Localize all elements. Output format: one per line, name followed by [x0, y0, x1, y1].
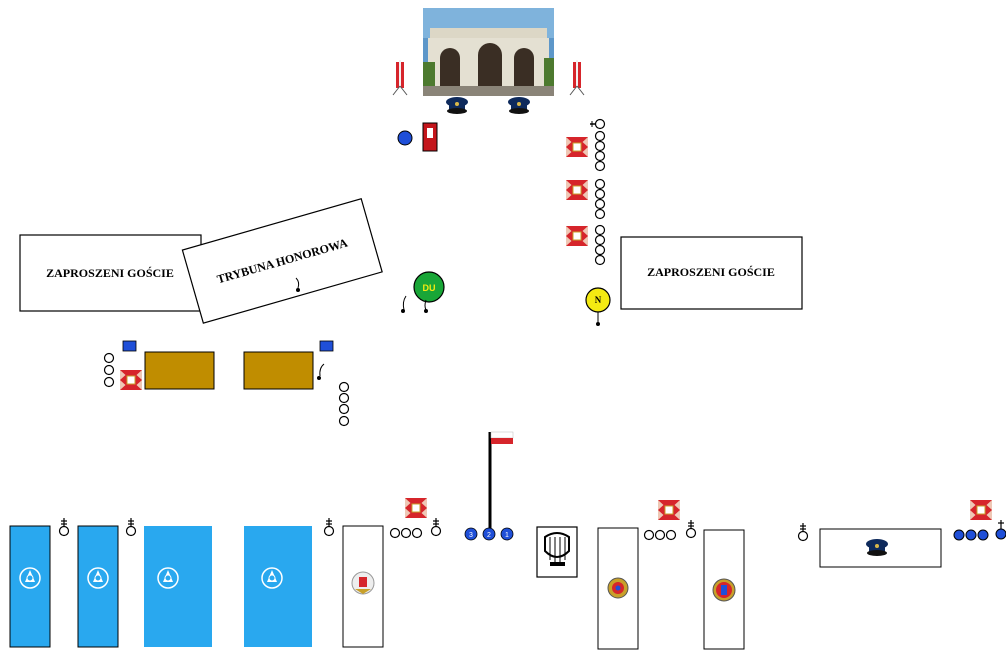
commander-marker-icon	[430, 518, 442, 537]
person-circle-icon	[103, 352, 115, 388]
commander-marker-icon	[685, 520, 697, 539]
commander-marker-icon	[125, 518, 137, 537]
blue-marker	[397, 130, 413, 146]
blue-marker-square	[122, 340, 137, 352]
person-circle-icon	[594, 224, 606, 266]
fire-service-emblem-icon	[87, 567, 109, 589]
ceremonial-unit	[597, 527, 639, 650]
fire-service-emblem-icon	[157, 567, 179, 589]
ceremonial-unit	[342, 525, 384, 648]
officer-cap-icon	[508, 97, 530, 114]
officer-cap-icon	[446, 97, 468, 114]
police-unit	[819, 528, 942, 568]
person-circle-icon	[389, 527, 423, 539]
tomb-of-unknown-soldier-photo	[423, 8, 554, 96]
guests-left-box: ZAPROSZENI GOŚCIE	[19, 234, 202, 312]
person-circle-icon	[594, 178, 606, 220]
numbered-marker-1: 1	[500, 527, 514, 541]
blue-commander-marker-icon	[995, 520, 1006, 540]
guests-left-label: ZAPROSZENI GOŚCIE	[46, 266, 174, 280]
regimental-banner-icon	[405, 498, 427, 518]
person-circle-icon	[594, 130, 606, 172]
regimental-banner-icon	[658, 500, 680, 520]
regimental-banner-icon	[120, 370, 142, 390]
tribune-box: TRYBUNA HONOROWA	[181, 198, 383, 324]
person-circle-icon	[338, 381, 350, 427]
regimental-banner-icon	[566, 180, 588, 200]
guests-right-box: ZAPROSZENI GOŚCIE	[620, 236, 803, 310]
svg-text:2: 2	[487, 532, 491, 539]
flag-stand-icon	[392, 60, 408, 96]
numbered-marker-2: 2	[482, 527, 496, 541]
n-label: N	[595, 295, 602, 305]
fire-service-unit	[77, 525, 119, 648]
regimental-banner-icon	[970, 500, 992, 520]
military-band-lyre-icon	[536, 526, 578, 578]
blue-person-circle-icon	[953, 529, 989, 541]
speaker-mic	[295, 277, 300, 292]
n-marker: N	[585, 287, 611, 326]
fire-service-unit	[144, 526, 212, 647]
commander-marker-icon	[323, 518, 335, 537]
ceremonial-table	[144, 351, 215, 390]
regimental-banner-icon	[566, 226, 588, 246]
commander-marker-icon	[797, 523, 809, 542]
svg-text:1: 1	[505, 532, 509, 539]
svg-text:3: 3	[469, 532, 473, 539]
officer-cap-icon	[866, 539, 888, 556]
fire-service-unit	[244, 526, 312, 647]
fire-service-unit	[9, 525, 51, 648]
ceremonial-table	[243, 351, 314, 390]
ceremonial-unit	[703, 529, 745, 650]
flag-stand-icon	[569, 60, 585, 96]
commander-marker-icon	[58, 518, 70, 537]
person-circle-icon	[643, 529, 677, 541]
wreath-icon	[422, 122, 438, 152]
polish-flag-icon	[488, 431, 514, 534]
regimental-banner-icon	[566, 137, 588, 157]
guests-right-label: ZAPROSZENI GOŚCIE	[647, 265, 775, 279]
numbered-marker-3: 3	[464, 527, 478, 541]
commander-marker-icon	[590, 118, 606, 130]
du-label: DU	[423, 283, 436, 293]
fire-service-emblem-icon	[261, 567, 283, 589]
speaker-mic	[317, 363, 325, 380]
du-commander-marker: DU	[401, 271, 445, 313]
fire-service-emblem-icon	[607, 577, 629, 599]
blue-marker-square	[319, 340, 334, 352]
eagle-emblem-icon	[351, 571, 375, 595]
emblem-icon	[712, 578, 736, 602]
fire-service-emblem-icon	[19, 567, 41, 589]
